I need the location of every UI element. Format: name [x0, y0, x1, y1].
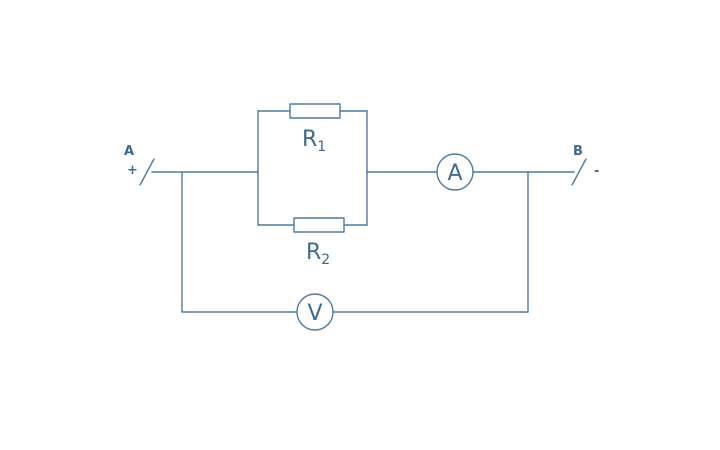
terminal-b-label: B	[573, 144, 583, 159]
ammeter-circle	[436, 153, 474, 191]
resistor-r1: R1	[289, 103, 341, 155]
terminal-a-polarity: +	[127, 163, 138, 178]
resistor-r2-body	[293, 217, 345, 233]
resistor-r2: R2	[293, 217, 345, 268]
resistor-r2-label: R2	[306, 240, 330, 268]
voltmeter-circle	[296, 293, 334, 331]
terminal-b-break-mark	[571, 158, 587, 186]
terminal-a-break-mark	[139, 158, 155, 186]
ammeter-label: A	[447, 161, 462, 186]
resistor-r2-letter: R	[306, 240, 321, 265]
voltmeter-label: V	[307, 301, 322, 326]
terminal-a: A +	[124, 144, 155, 186]
ammeter: A	[436, 153, 474, 191]
voltmeter: V	[296, 293, 334, 331]
resistor-r1-letter: R	[302, 127, 317, 152]
resistor-r2-subscript: 2	[321, 252, 330, 268]
resistor-r1-subscript: 1	[317, 139, 326, 155]
terminal-b: B -	[571, 144, 599, 186]
wires	[151, 110, 575, 313]
resistor-r1-label: R1	[302, 127, 326, 155]
resistor-r1-body	[289, 103, 341, 119]
terminal-a-label: A	[124, 144, 134, 159]
terminal-b-polarity: -	[594, 164, 599, 179]
